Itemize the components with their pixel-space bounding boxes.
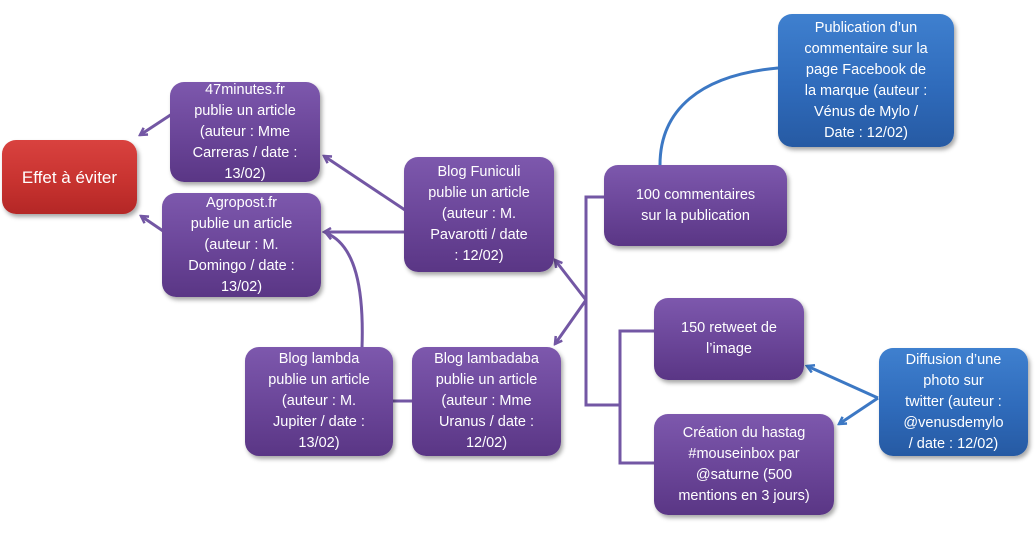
node-facebook-publication: Publication d’un commentaire sur la page… [778,14,954,147]
bracket-twitter [618,329,654,465]
arrow-hub-to-funiculi [555,260,588,301]
arrow-hub-to-lambadaba [555,299,588,344]
node-facebook-label: Publication d’un commentaire sur la page… [804,19,928,141]
node-blog-lambadaba: Blog lambadaba publie un article (auteur… [412,347,561,456]
node-agropost: Agropost.fr publie un article (auteur : … [162,193,321,297]
node-hashtag-creation: Création du hastag #mouseinbox par @satu… [654,414,834,515]
link-facebook-to-commentaires [658,66,779,166]
arrow-funiculi-to-47minutes [324,156,406,212]
bracket-main [584,195,620,407]
node-retweet-label: 150 retweet de l’image [681,320,777,357]
arrow-lambda-to-agropost [326,233,364,349]
node-lambda-label: Blog lambda publie un article (auteur : … [268,351,370,451]
node-47minutes: 47minutes.fr publie un article (auteur :… [170,82,320,182]
node-agropost-label: Agropost.fr publie un article (auteur : … [188,194,295,295]
node-effet-a-eviter: Effet à éviter [2,140,137,214]
arrow-agropost-to-effet [141,216,167,235]
node-100-commentaires: 100 commentaires sur la publication [604,165,787,246]
node-lambadaba-label: Blog lambadaba publie un article (auteur… [434,351,539,451]
node-hashtag-label: Création du hastag #mouseinbox par @satu… [678,424,810,504]
node-twitter-label: Diffusion d’une photo sur twitter (auteu… [903,351,1004,452]
arrow-47minutes-to-effet [140,112,173,135]
node-150-retweet: 150 retweet de l’image [654,298,804,380]
node-blog-funiculi: Blog Funiculi publie un article (auteur … [404,157,554,272]
node-funiculi-label: Blog Funiculi publie un article (auteur … [428,164,530,264]
arrow-twitter-to-hashtag [839,396,879,424]
node-effet-label: Effet à éviter [21,167,118,187]
node-twitter-diffusion: Diffusion d’une photo sur twitter (auteu… [879,348,1028,456]
node-47minutes-label: 47minutes.fr publie un article (auteur :… [192,81,298,182]
arrow-twitter-to-retweet [807,366,879,400]
node-commentaires-label: 100 commentaires sur la publication [635,186,756,224]
node-blog-lambda: Blog lambda publie un article (auteur : … [245,347,393,456]
